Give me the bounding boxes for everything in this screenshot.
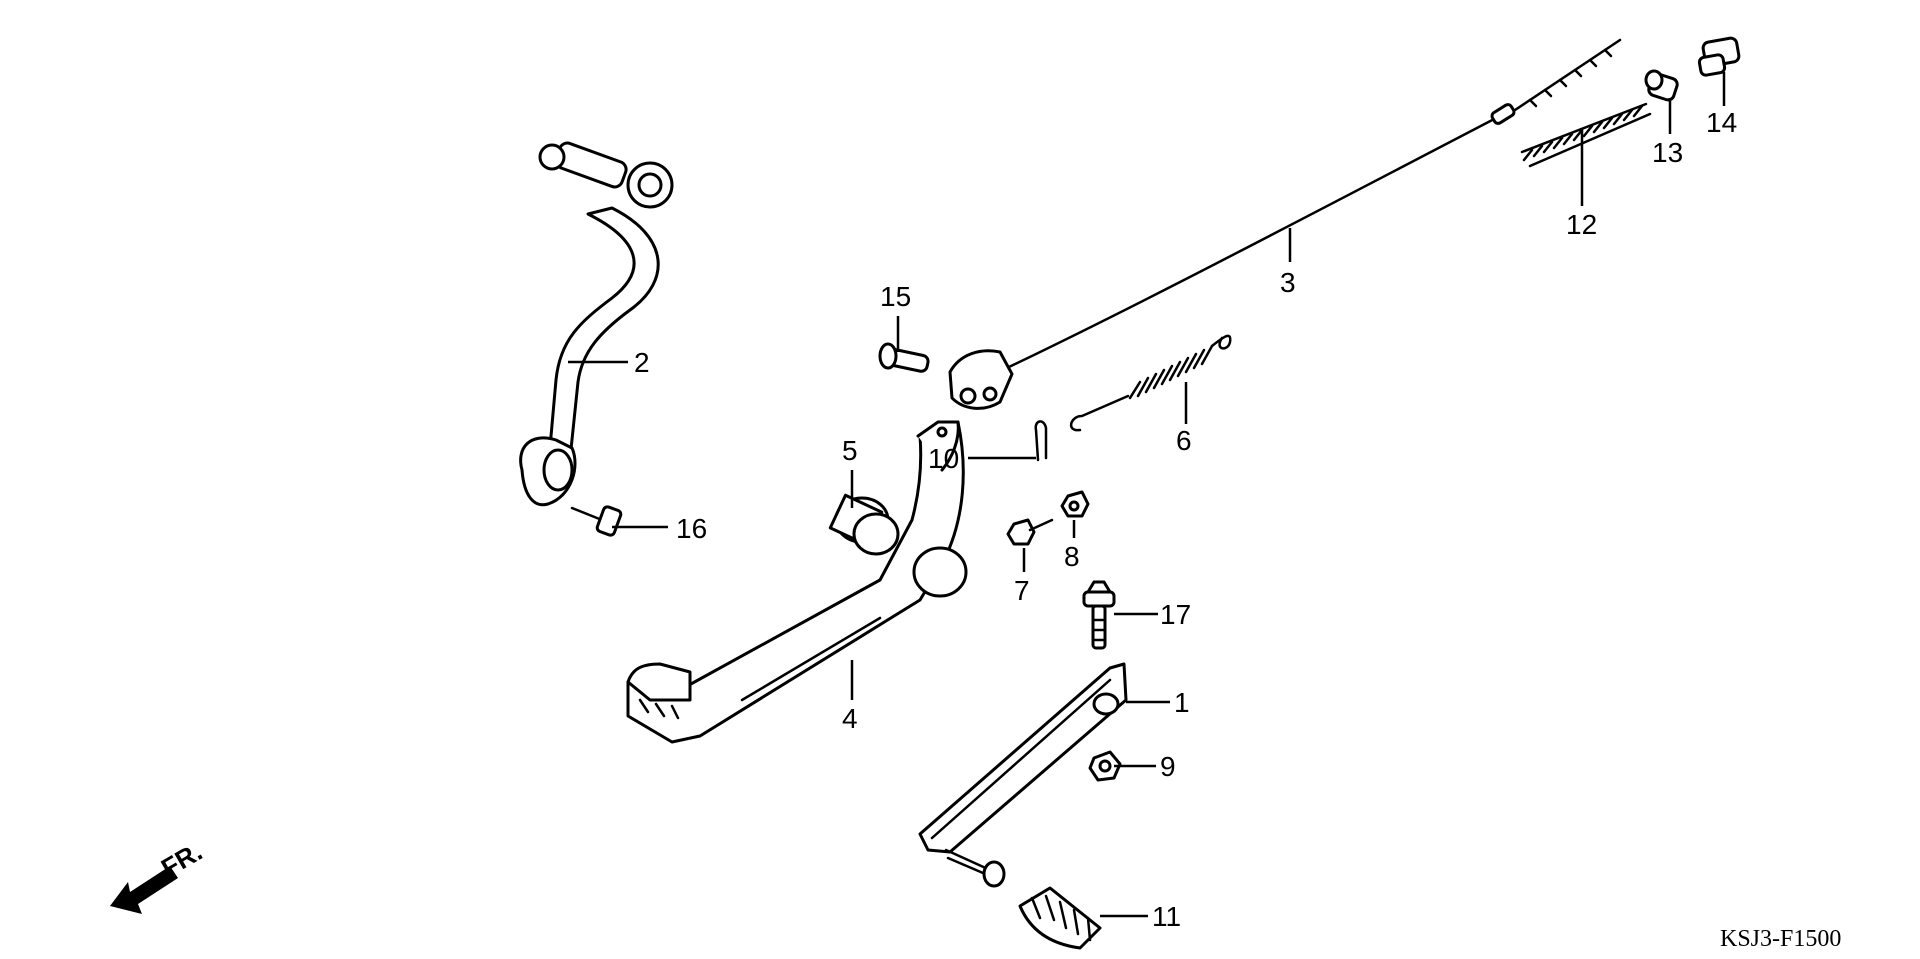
front-direction-arrow-icon <box>110 866 178 914</box>
part-spring-12 <box>1520 102 1652 168</box>
callout-8: 8 <box>1064 541 1080 572</box>
callout-15: 15 <box>880 281 911 312</box>
part-cotter-pin-10 <box>1034 420 1048 462</box>
callout-6: 6 <box>1176 425 1192 456</box>
callout-7: 7 <box>1014 575 1030 606</box>
part-pin-15 <box>878 342 930 373</box>
callout-13: 13 <box>1652 137 1683 168</box>
callout-9: 9 <box>1160 751 1176 782</box>
part-collar-13 <box>1644 69 1679 102</box>
part-brake-pedal <box>626 420 968 744</box>
part-collar-5 <box>828 493 900 556</box>
callout-10: 10 <box>928 443 959 474</box>
callout-labels: 1 2 3 4 5 6 7 8 9 10 11 12 13 14 15 16 1… <box>634 107 1737 932</box>
callout-12: 12 <box>1566 209 1597 240</box>
part-bolt-7 <box>1006 518 1054 546</box>
callout-11: 11 <box>1152 901 1181 932</box>
front-direction-indicator: FR. <box>110 836 207 914</box>
part-bolt-17 <box>1082 580 1116 650</box>
part-brake-rod <box>948 38 1622 410</box>
callout-3: 3 <box>1280 267 1296 298</box>
callout-leaders <box>568 72 1726 918</box>
part-adjuster-nut-14 <box>1697 36 1741 77</box>
callout-1: 1 <box>1174 687 1190 718</box>
part-footpeg-rubber <box>1018 886 1102 950</box>
diagram-code: KSJ3-F1500 <box>1720 926 1841 952</box>
callout-17: 17 <box>1160 599 1191 630</box>
callout-14: 14 <box>1706 107 1737 138</box>
part-bolt-16 <box>570 505 623 537</box>
part-nut-8 <box>1060 490 1090 518</box>
callout-2: 2 <box>634 347 650 378</box>
part-kick-arm <box>519 141 674 507</box>
callout-16: 16 <box>676 513 707 544</box>
callout-5: 5 <box>842 435 858 466</box>
part-footrest-bracket <box>918 662 1128 888</box>
callout-4: 4 <box>842 703 858 734</box>
part-nut-9 <box>1088 750 1122 782</box>
part-spring-6 <box>1070 334 1232 432</box>
